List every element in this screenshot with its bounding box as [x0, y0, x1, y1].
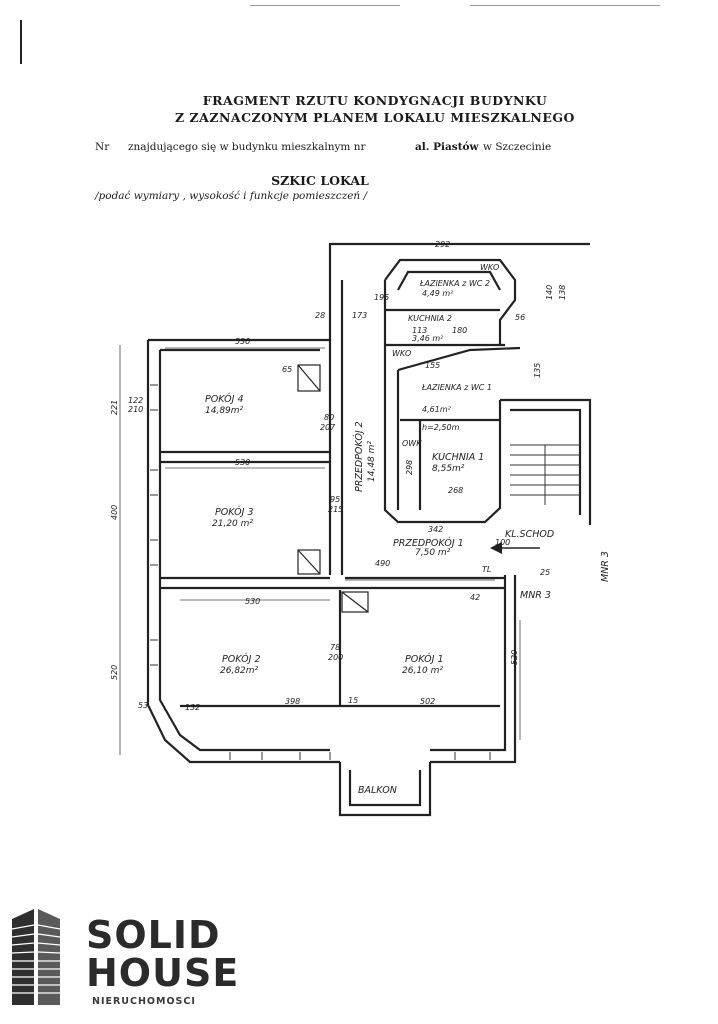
dim-15: 15 — [348, 696, 358, 705]
label-mnr3-bottom: MNR 3 — [520, 590, 551, 601]
room-area-lazienka2: 4,49 m² — [422, 289, 454, 298]
label-wko-top: WKO — [480, 263, 499, 272]
dim-200: 200 — [328, 653, 343, 662]
room-area-przedpokoj1: 7,50 m² — [415, 548, 451, 558]
dim-292: 292 — [435, 240, 450, 249]
label-tl: TL — [482, 565, 491, 574]
dim-80: 80 — [324, 413, 334, 422]
nr-label: Nr — [95, 141, 110, 153]
dim-42: 42 — [470, 593, 480, 602]
dim-113: 113 — [412, 326, 427, 335]
room-area-pokoj3: 21,20 m² — [212, 519, 253, 529]
dim-398: 398 — [285, 697, 300, 706]
logo-word-house: HOUSE — [86, 951, 240, 995]
sketch-title: SZKIC LOKAL — [271, 173, 369, 188]
room-label-pokoj2: POKÓJ 2 — [222, 653, 261, 665]
room-label-kuchnia1: KUCHNIA 1 — [432, 452, 484, 463]
dim-298: 298 — [405, 460, 414, 475]
room-label-lazienka2: ŁAZIENKA z WC 2 — [419, 279, 490, 288]
logo-subtitle: NIERUCHOMOSCI — [92, 996, 196, 1007]
dim-95: 95 — [330, 495, 340, 504]
dim-56: 56 — [515, 313, 525, 322]
street-name: al. Piastów — [415, 141, 479, 153]
dim-138: 138 — [558, 285, 567, 300]
scan-edge-rule — [470, 5, 660, 6]
dim-520-left: 520 — [110, 665, 119, 680]
city-text: w Szczecinie — [483, 141, 552, 153]
dim-155: 155 — [425, 361, 440, 370]
dim-502: 502 — [420, 697, 435, 706]
room-label-pokoj1: POKÓJ 1 — [405, 653, 444, 665]
room-label-pokoj3: POKÓJ 3 — [215, 506, 254, 518]
room-label-lazienka1: ŁAZIENKA z WC 1 — [421, 383, 492, 392]
dim-490: 490 — [375, 559, 390, 568]
dim-78: 78 — [330, 643, 340, 652]
room-label-przedpokoj1: PRZEDPOKÓJ 1 — [393, 537, 464, 549]
room-area-pokoj2: 26,82m² — [220, 666, 259, 676]
dim-215: 215 — [328, 505, 343, 514]
room-area-lazienka1: 4,61m² — [422, 405, 452, 414]
dimension-lines — [119, 345, 521, 755]
title-line-1: FRAGMENT RZUTU KONDYGNACJI BUDYNKU — [202, 93, 548, 108]
dim-53: 53 — [138, 701, 148, 710]
scan-edge-rule — [250, 5, 400, 6]
dim-100: 100 — [495, 538, 510, 547]
room-label-przedpokoj2: PRZEDPOKÓJ 2 — [353, 421, 365, 492]
building-text: znajdującego się w budynku mieszkalnym n… — [128, 141, 366, 153]
entrance-arrow-icon — [490, 542, 540, 554]
label-mnr3-right: MNR 3 — [600, 551, 611, 582]
room-area-pokoj4: 14,89m² — [205, 406, 244, 416]
room-area-kuchnia1: 8,55m² — [432, 464, 465, 474]
room-area-pokoj1: 26,10 m² — [402, 666, 443, 676]
room-area-przedpokoj2: 14,48 m² — [367, 441, 377, 482]
dim-28: 28 — [315, 311, 325, 320]
corner-mark — [20, 20, 22, 64]
dim-400: 400 — [110, 505, 119, 520]
dim-132: 132 — [185, 703, 200, 712]
dim-520-right: 520 — [510, 650, 519, 665]
dim-173: 173 — [352, 311, 367, 320]
dim-25: 25 — [540, 568, 550, 577]
logo-building-icon — [11, 909, 61, 1005]
dim-342: 342 — [428, 525, 443, 534]
dim-65: 65 — [282, 365, 292, 374]
dim-530-top: 530 — [235, 337, 250, 346]
label-wko-mid: WKO — [392, 349, 411, 358]
label-height: h=2,50m — [422, 423, 460, 432]
window-marks — [150, 384, 491, 760]
dim-180: 180 — [452, 326, 467, 335]
logo-word-solid: SOLID — [86, 913, 221, 957]
dim-195: 195 — [374, 293, 389, 302]
room-area-kuchnia2: 3,46 m² — [412, 334, 444, 343]
document-title: FRAGMENT RZUTU KONDYGNACJI BUDYNKU Z ZAZ… — [130, 92, 620, 126]
label-owk: OWK — [402, 439, 422, 448]
dim-268: 268 — [448, 486, 463, 495]
room-label-balkon: BALKON — [358, 785, 397, 796]
sketch-note: /podać wymiary , wysokość i funkcje pomi… — [95, 190, 368, 202]
room-label-pokoj4: POKÓJ 4 — [205, 393, 244, 405]
floor-plan: POKÓJ 4 14,89m² POKÓJ 3 21,20 m² POKÓJ 2… — [110, 240, 611, 817]
dim-530-low: 530 — [245, 597, 260, 606]
dim-135: 135 — [533, 363, 542, 378]
dim-221: 221 — [110, 400, 119, 415]
walls — [146, 242, 592, 817]
title-line-2: Z ZAZNACZONYM PLANEM LOKALU MIESZKALNEGO — [175, 110, 575, 125]
vent-boxes — [297, 364, 369, 613]
label-klatka: KL.SCHOD — [505, 529, 554, 540]
dim-207: 207 — [320, 423, 336, 432]
stairs — [510, 444, 580, 505]
dim-122: 122 — [128, 396, 143, 405]
room-label-kuchnia2: KUCHNIA 2 — [408, 314, 452, 323]
dim-530-mid: 530 — [235, 458, 250, 467]
dim-210: 210 — [128, 405, 143, 414]
dim-140: 140 — [545, 285, 554, 300]
